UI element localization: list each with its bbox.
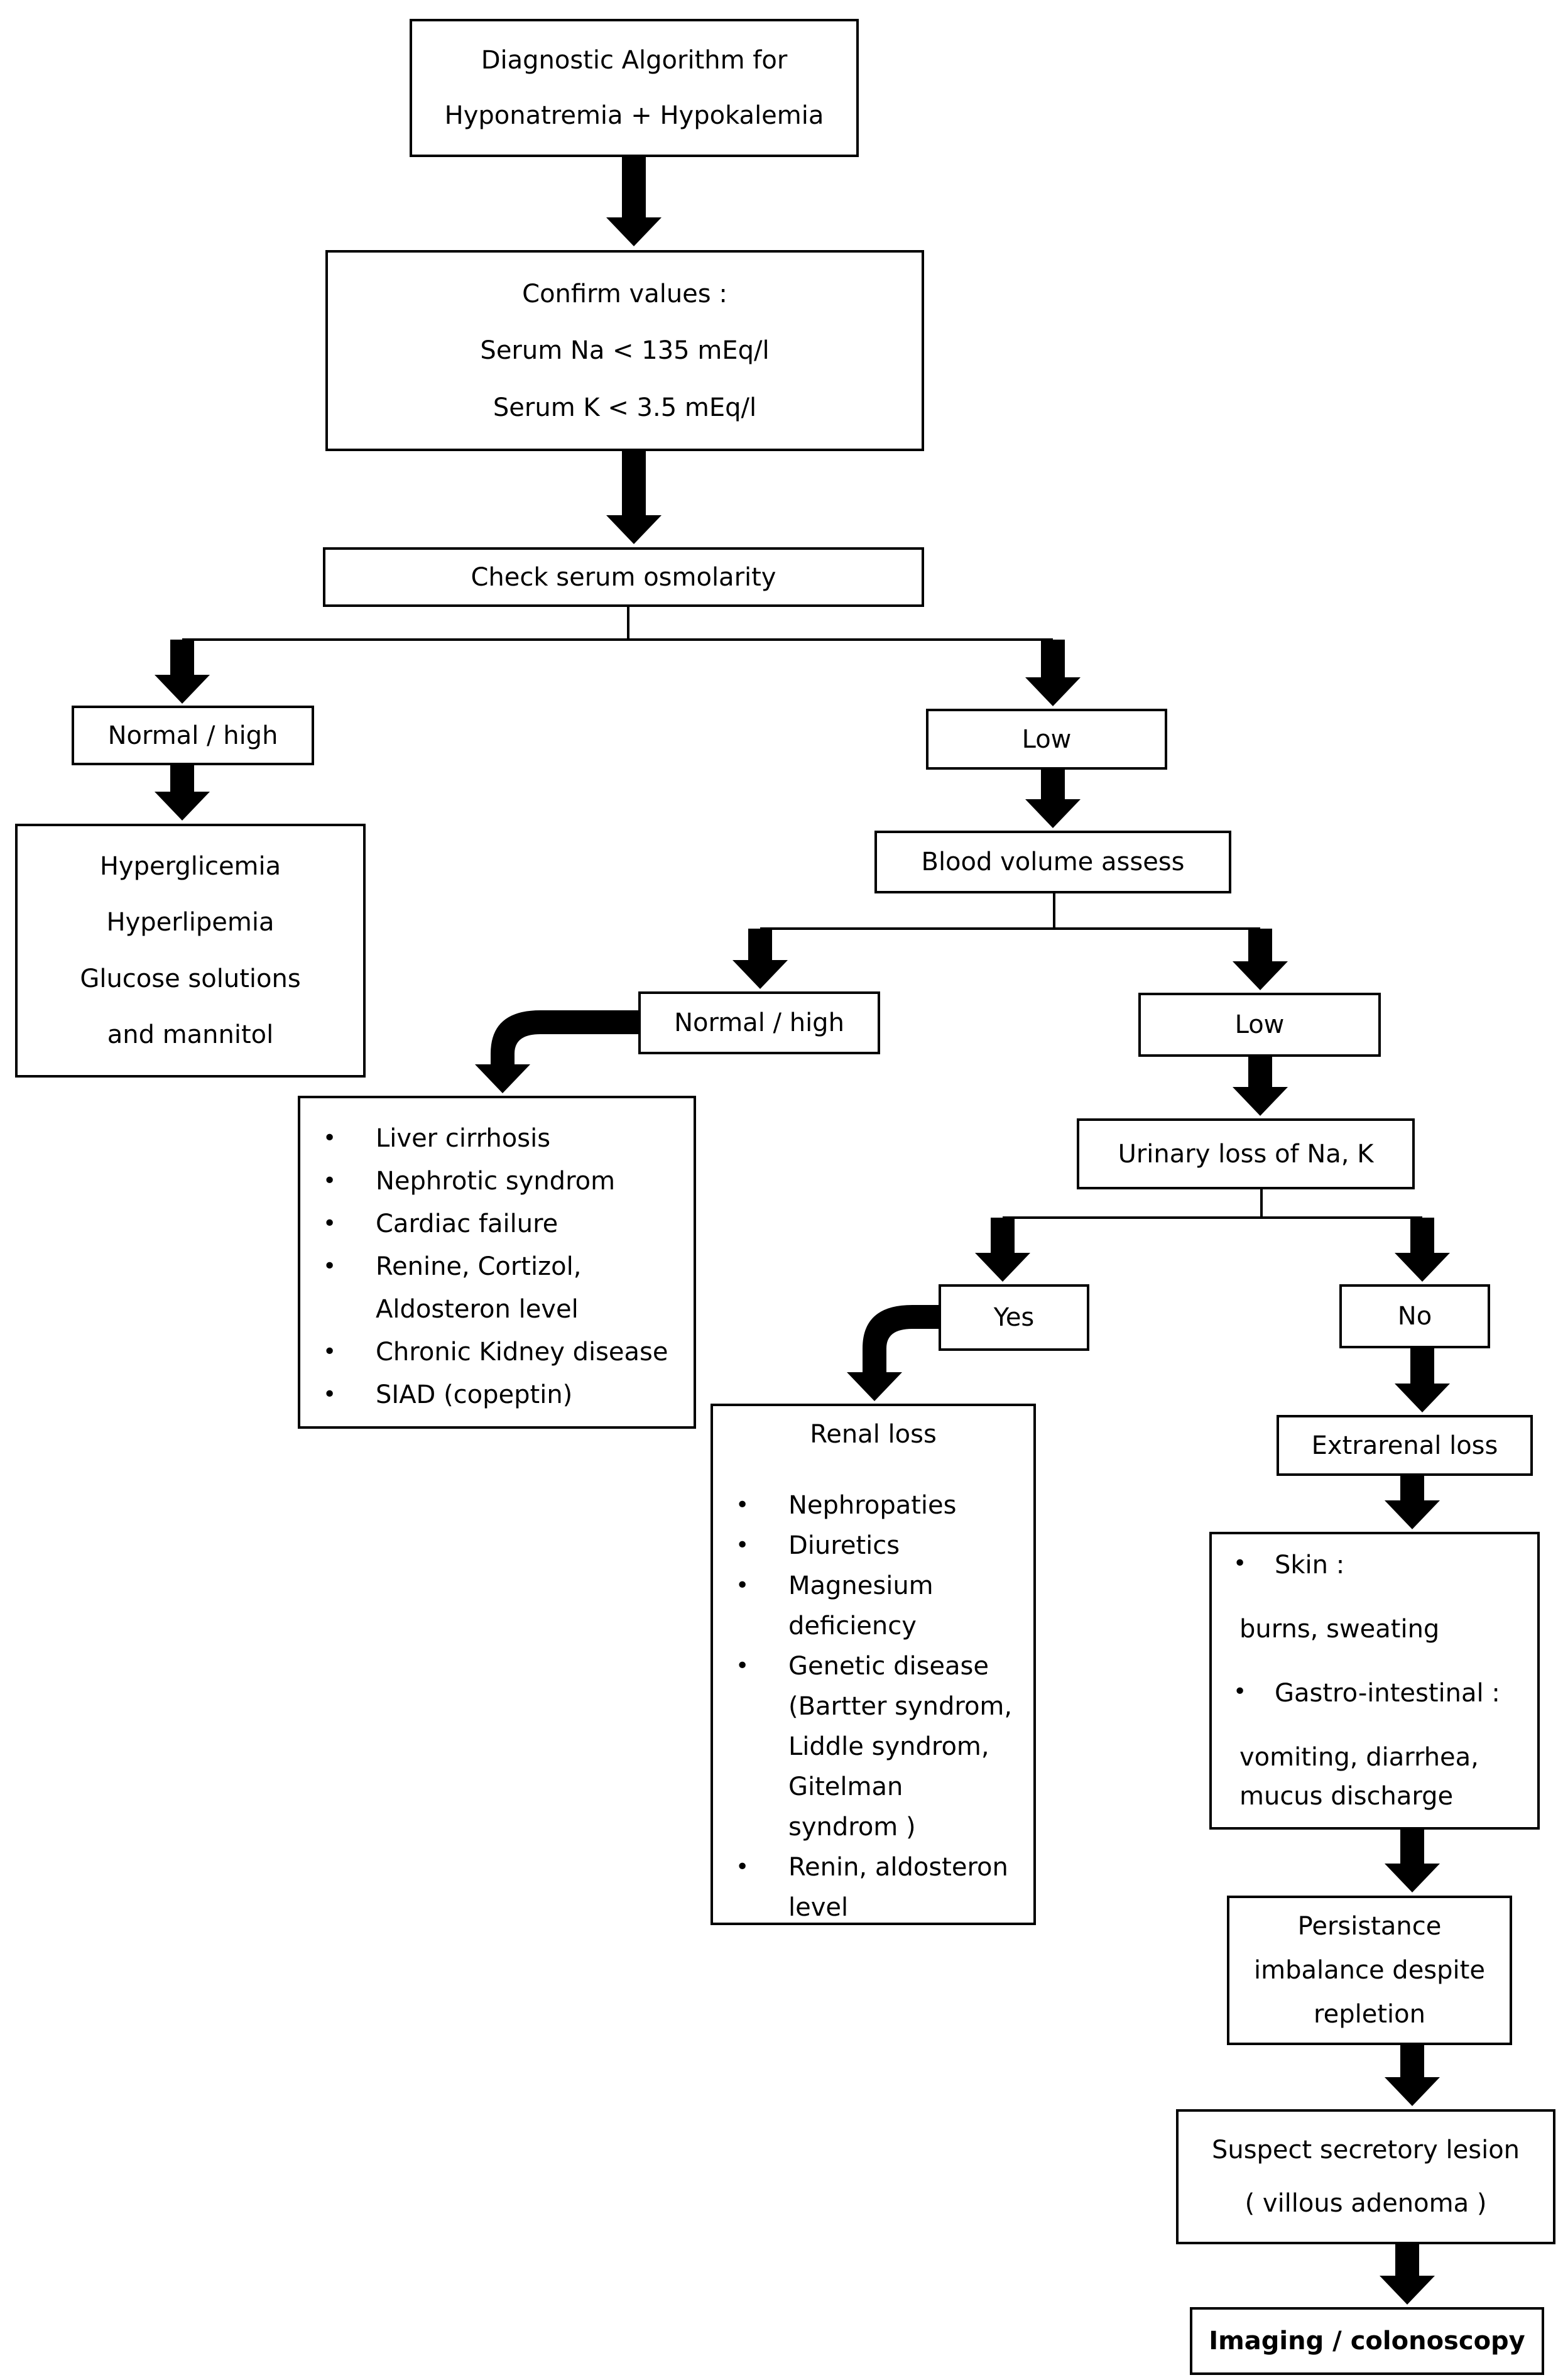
vol-cause-item: SIAD (copeptin) — [300, 1373, 694, 1416]
extrarenal-loss-box: Extrarenal loss — [1277, 1415, 1533, 1476]
osm-normal-high-box: Normal / high — [72, 706, 314, 765]
yes-label: Yes — [993, 1303, 1035, 1332]
skin-label: Skin : — [1275, 1551, 1345, 1580]
persistance-line-3: repletion — [1314, 2000, 1425, 2029]
vol-cause-item: Renine, Cortizol, — [300, 1245, 694, 1288]
gi-detail-1: vomiting, diarrhea, — [1239, 1743, 1479, 1772]
title-line-1: Diagnostic Algorithm for — [481, 46, 788, 75]
vol-causes-list: Liver cirrhosis Nephrotic syndrom Cardia… — [300, 1117, 694, 1416]
renal-item-continuation: (Bartter syndrom, — [788, 1692, 1013, 1721]
renal-item-continuation: deficiency — [788, 1612, 917, 1640]
renal-item-continuation: Gitelman — [788, 1772, 903, 1801]
osmolarity-box: Check serum osmolarity — [323, 547, 924, 607]
arrow-osm-to-low — [1025, 640, 1081, 706]
osm-low-label: Low — [1021, 724, 1072, 754]
title-line-2: Hyponatremia + Hypokalemia — [444, 101, 824, 130]
arrow-low-to-blood-volume — [1025, 770, 1081, 828]
arrow-extrarenal-to-causes — [1385, 1476, 1440, 1529]
confirm-heading: Confirm values : — [522, 279, 727, 308]
vol-causes-box: Liver cirrhosis Nephrotic syndrom Cardia… — [298, 1096, 696, 1429]
suspect-box: Suspect secretory lesion ( villous adeno… — [1176, 2109, 1555, 2244]
arrow-normal-high-to-list — [475, 1010, 638, 1093]
persistance-box: Persistance imbalance despite repletion — [1227, 1896, 1512, 2045]
confirm-k: Serum K < 3.5 mEq/l — [493, 393, 757, 422]
osm-causes-box: Hyperglicemia Hyperlipemia Glucose solut… — [15, 824, 366, 1078]
imaging-box: Imaging / colonoscopy — [1190, 2307, 1544, 2375]
gi-label: Gastro-intestinal : — [1275, 1679, 1500, 1708]
osm-cause-3: Glucose solutions — [80, 964, 301, 993]
arrow-osm-to-normal-high — [155, 640, 210, 704]
arrow-suspect-to-imaging — [1380, 2244, 1435, 2305]
skin-detail: burns, sweating — [1239, 1615, 1440, 1644]
extrarenal-loss-label: Extrarenal loss — [1311, 1431, 1498, 1460]
renal-loss-list: Nephropaties Diuretics Magnesium deficie… — [713, 1485, 1033, 1928]
vol-cause-continuation: Aldosteron level — [376, 1295, 579, 1324]
renal-item-continuation: level — [788, 1893, 849, 1922]
osm-low-box: Low — [926, 709, 1167, 770]
persistance-line-1: Persistance — [1297, 1912, 1442, 1941]
vol-low-box: Low — [1138, 993, 1381, 1057]
gi-detail-2: mucus discharge — [1239, 1782, 1454, 1811]
arrow-persistance-to-suspect — [1385, 2045, 1440, 2106]
osm-cause-4: and mannitol — [107, 1020, 274, 1049]
suspect-line-1: Suspect secretory lesion — [1211, 2135, 1520, 2164]
vol-cause-item: Liver cirrhosis — [300, 1117, 694, 1160]
vol-normal-high-label: Normal / high — [674, 1008, 844, 1037]
arrow-vol-low-to-urinary — [1233, 1057, 1288, 1116]
renal-item-continuation: Liddle syndrom, — [788, 1732, 989, 1761]
osm-cause-2: Hyperlipemia — [106, 908, 275, 937]
vol-cause-item: Cardiac failure — [300, 1203, 694, 1245]
imaging-label: Imaging / colonoscopy — [1209, 2327, 1525, 2355]
urinary-loss-label: Urinary loss of Na, K — [1118, 1139, 1374, 1169]
renal-item: Renin, aldosteron — [713, 1847, 1033, 1887]
renal-item: Magnesium — [713, 1566, 1033, 1606]
urinary-loss-box: Urinary loss of Na, K — [1077, 1118, 1415, 1189]
confirm-values-box: Confirm values : Serum Na < 135 mEq/l Se… — [325, 250, 924, 451]
persistance-line-2: imbalance despite — [1254, 1956, 1485, 1985]
renal-item: Diuretics — [713, 1526, 1033, 1566]
renal-item: Genetic disease — [713, 1646, 1033, 1686]
arrow-causes-to-persistance — [1385, 1830, 1440, 1892]
gi-bullet: • — [1233, 1679, 1247, 1705]
yes-box: Yes — [939, 1284, 1089, 1351]
renal-item: Nephropaties — [713, 1485, 1033, 1526]
arrow-confirm-to-osmolarity — [606, 451, 662, 544]
osmolarity-label: Check serum osmolarity — [471, 562, 776, 592]
vol-cause-item: Chronic Kidney disease — [300, 1331, 694, 1373]
osm-cause-1: Hyperglicemia — [99, 852, 281, 882]
arrow-title-to-confirm — [606, 157, 662, 246]
skin-bullet: • — [1233, 1551, 1247, 1576]
arrow-no-to-extrarenal — [1395, 1348, 1450, 1412]
no-label: No — [1397, 1302, 1432, 1331]
arrow-urinary-to-no — [1395, 1218, 1450, 1282]
vol-cause-item: Nephrotic syndrom — [300, 1160, 694, 1203]
arrow-normal-high-to-causes — [155, 765, 210, 821]
arrow-volume-to-low — [1233, 929, 1288, 990]
arrow-volume-to-normal-high — [732, 929, 788, 989]
blood-volume-box: Blood volume assess — [874, 831, 1231, 893]
arrow-urinary-to-yes — [975, 1218, 1030, 1282]
confirm-na: Serum Na < 135 mEq/l — [480, 336, 770, 365]
renal-loss-box: Renal loss Nephropaties Diuretics Magnes… — [711, 1404, 1036, 1925]
no-box: No — [1339, 1284, 1490, 1348]
vol-normal-high-box: Normal / high — [638, 991, 880, 1054]
vol-low-label: Low — [1234, 1010, 1285, 1039]
renal-loss-title: Renal loss — [810, 1420, 937, 1449]
blood-volume-label: Blood volume assess — [921, 848, 1185, 876]
renal-item-continuation: syndrom ) — [788, 1813, 916, 1842]
arrow-yes-to-renal — [847, 1305, 939, 1401]
osm-normal-high-label: Normal / high — [107, 721, 278, 750]
title-box: Diagnostic Algorithm for Hyponatremia + … — [410, 19, 859, 157]
suspect-line-2: ( villous adenoma ) — [1244, 2189, 1487, 2219]
extrarenal-causes-box: • Skin : burns, sweating • Gastro-intest… — [1209, 1532, 1540, 1830]
